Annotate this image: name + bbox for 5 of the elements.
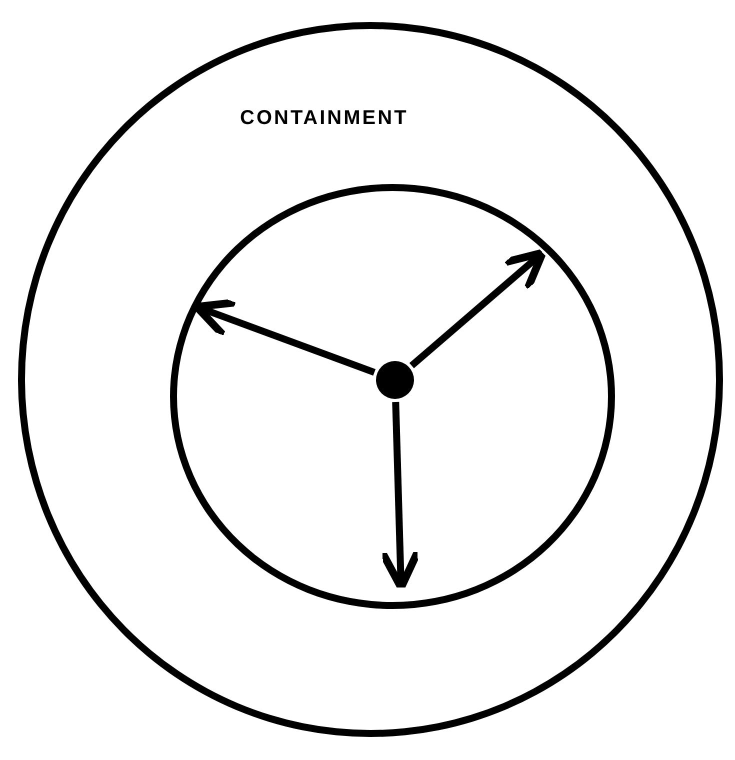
region-label: CONTAINMENT [240, 107, 408, 130]
arrow [409, 248, 546, 368]
center-dot [376, 361, 414, 399]
outer-circle [18, 22, 723, 737]
inner-circle [170, 184, 615, 609]
